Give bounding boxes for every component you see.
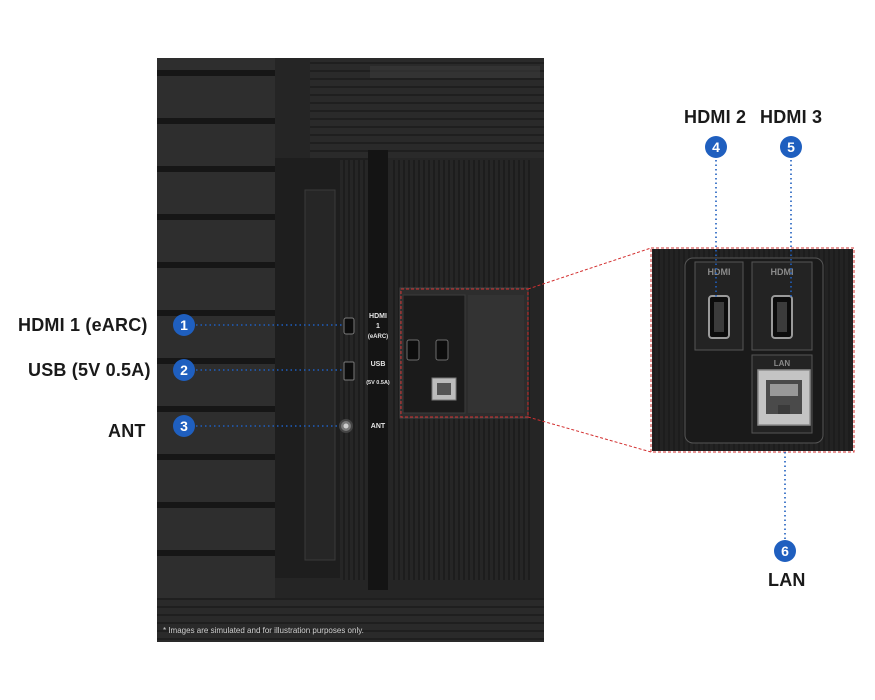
side-label-hdmi1-line2: 1 bbox=[376, 323, 380, 330]
callout-hdmi1: HDMI 1 (eARC) bbox=[18, 315, 148, 335]
port-hdmi2-small bbox=[406, 339, 420, 361]
leader-lines bbox=[196, 160, 792, 540]
callout-ant: ANT bbox=[108, 421, 146, 441]
port-hdmi1 bbox=[343, 317, 355, 335]
side-label-hdmi1-line3: (eARC) bbox=[368, 334, 388, 340]
badge-1: 1 bbox=[173, 314, 195, 336]
badge-4: 4 bbox=[705, 136, 727, 158]
side-label-usb-line2: (5V 0.5A) bbox=[366, 380, 390, 386]
zoom-label-hdmi3: HDMI bbox=[771, 267, 794, 277]
tv-rear-photo: HDMI 1 (eARC) USB (5V 0.5A) ANT bbox=[157, 58, 544, 642]
side-label-hdmi1-line1: HDMI bbox=[369, 313, 387, 320]
side-label-ant: ANT bbox=[371, 423, 386, 430]
port-usb bbox=[343, 361, 355, 381]
callout-hdmi3: HDMI 3 bbox=[760, 107, 823, 127]
badge-6: 6 bbox=[774, 540, 796, 562]
badge-5: 5 bbox=[780, 136, 802, 158]
badge-2: 2 bbox=[173, 359, 195, 381]
zoom-inset: HDMI HDMI LAN bbox=[652, 249, 853, 451]
port-hdmi3-small bbox=[435, 339, 449, 361]
callout-usb: USB (5V 0.5A) bbox=[28, 360, 151, 380]
zoom-outline bbox=[400, 247, 855, 453]
side-label-usb-line1: USB bbox=[371, 361, 386, 368]
disclaimer-text: * Images are simulated and for illustrat… bbox=[163, 626, 364, 635]
zoom-label-hdmi2: HDMI bbox=[708, 267, 731, 277]
callout-hdmi2: HDMI 2 bbox=[684, 107, 747, 127]
callout-lan: LAN bbox=[768, 570, 806, 590]
badge-3: 3 bbox=[173, 415, 195, 437]
zoom-label-lan: LAN bbox=[774, 359, 791, 368]
